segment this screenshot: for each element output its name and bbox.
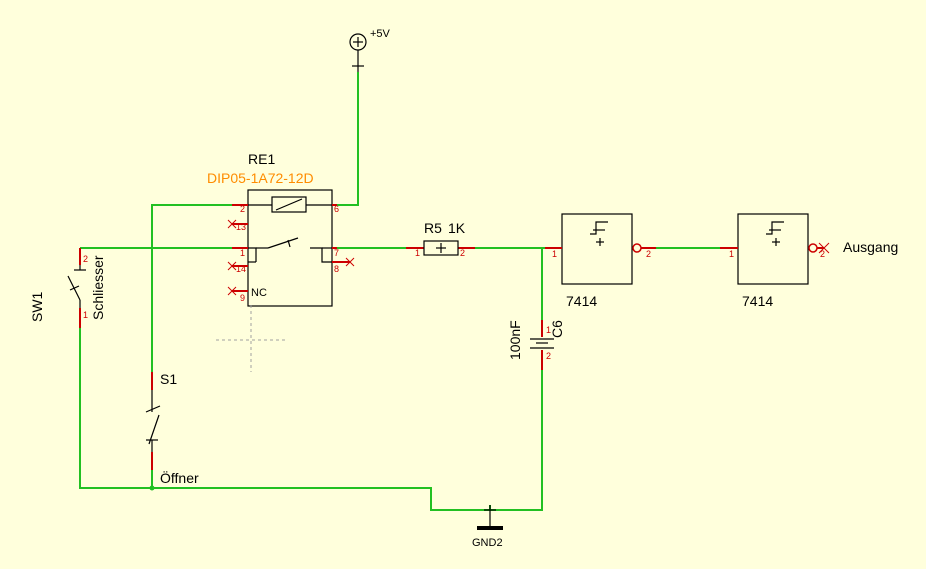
gate1-pin-in: 1 bbox=[552, 249, 557, 259]
hysteresis-icon bbox=[766, 221, 784, 235]
relay-pin-14: 14 bbox=[236, 264, 246, 274]
junction-dot bbox=[149, 485, 155, 491]
relay-pin-2: 2 bbox=[240, 204, 245, 214]
gate2-pin-out: 2 bbox=[820, 249, 825, 259]
relay-pin-7: 7 bbox=[334, 248, 339, 258]
gate1-invert-bubble bbox=[632, 243, 642, 253]
gnd-symbol[interactable]: GND2 bbox=[472, 505, 503, 549]
resistor-body bbox=[423, 240, 459, 256]
wire-vcc-relay bbox=[337, 72, 359, 206]
gate2-pin-in: 1 bbox=[729, 249, 734, 259]
relay-pin-6: 6 bbox=[334, 204, 339, 214]
resistor-ref: R5 bbox=[424, 220, 442, 236]
cap-pin-2: 2 bbox=[546, 351, 551, 361]
relay-pin-9: 9 bbox=[240, 293, 245, 303]
gate2-invert-bubble bbox=[808, 243, 818, 253]
wire-relay-coil-s1 bbox=[151, 204, 232, 372]
cap-value: 100nF bbox=[507, 320, 523, 360]
gate1-pin-out: 2 bbox=[646, 249, 651, 259]
relay-value: DIP05-1A72-12D bbox=[207, 170, 314, 186]
nc-cross-8 bbox=[332, 257, 355, 267]
cap-ref: C6 bbox=[549, 320, 565, 338]
schmitt-inverter-2[interactable]: 1 2 7414 Ausgang bbox=[720, 213, 898, 309]
hysteresis-icon bbox=[590, 221, 608, 235]
gnd-label: GND2 bbox=[472, 537, 503, 549]
nc-cross-9 bbox=[227, 286, 248, 296]
resistor-pin-1: 1 bbox=[415, 248, 420, 258]
gnd-bar bbox=[477, 526, 503, 530]
resistor-value: 1K bbox=[448, 220, 466, 236]
resistor-pin-2: 2 bbox=[460, 248, 465, 258]
sw1-pin-2: 2 bbox=[83, 254, 88, 264]
gate2-name: 7414 bbox=[742, 293, 773, 309]
s1-value: Öffner bbox=[160, 469, 199, 486]
nc-cross-14 bbox=[227, 261, 248, 271]
capacitor-c6[interactable]: 1 2 C6 100nF bbox=[507, 320, 565, 370]
output-label: Ausgang bbox=[843, 239, 898, 255]
schmitt-inverter-1[interactable]: 1 2 7414 bbox=[545, 213, 656, 309]
gate1-body bbox=[561, 213, 633, 285]
relay-pin-13: 13 bbox=[236, 222, 246, 232]
gate2-body bbox=[737, 213, 809, 285]
gate2-nc-cross bbox=[818, 242, 830, 254]
relay-pin-1: 1 bbox=[240, 248, 245, 258]
sw1-ref: SW1 bbox=[29, 291, 45, 322]
cap-pin-1: 1 bbox=[546, 325, 551, 335]
nc-cross-13 bbox=[227, 219, 248, 229]
relay-pin-8: 8 bbox=[334, 264, 339, 274]
vcc-symbol[interactable]: +5V bbox=[349, 28, 391, 72]
wires bbox=[79, 72, 720, 511]
resistor-r5[interactable]: R5 1K 1 2 bbox=[406, 220, 475, 258]
relay-re1[interactable]: RE1 DIP05-1A72-12D 2 13 1 14 9 6 7 8 NC bbox=[207, 151, 355, 307]
placement-crosshair bbox=[216, 305, 286, 372]
switch-sw1[interactable]: 2 1 SW1 Schliesser bbox=[29, 248, 106, 328]
sw1-value: Schliesser bbox=[90, 255, 106, 320]
s1-ref: S1 bbox=[160, 371, 177, 387]
gate1-name: 7414 bbox=[566, 293, 597, 309]
vcc-label: +5V bbox=[370, 28, 391, 40]
relay-ref: RE1 bbox=[248, 151, 275, 167]
sw1-pin-1: 1 bbox=[83, 310, 88, 320]
switch-s1[interactable]: S1 Öffner bbox=[145, 371, 199, 486]
wire-cap-gnd bbox=[79, 328, 543, 511]
relay-nc-label: NC bbox=[251, 287, 267, 299]
